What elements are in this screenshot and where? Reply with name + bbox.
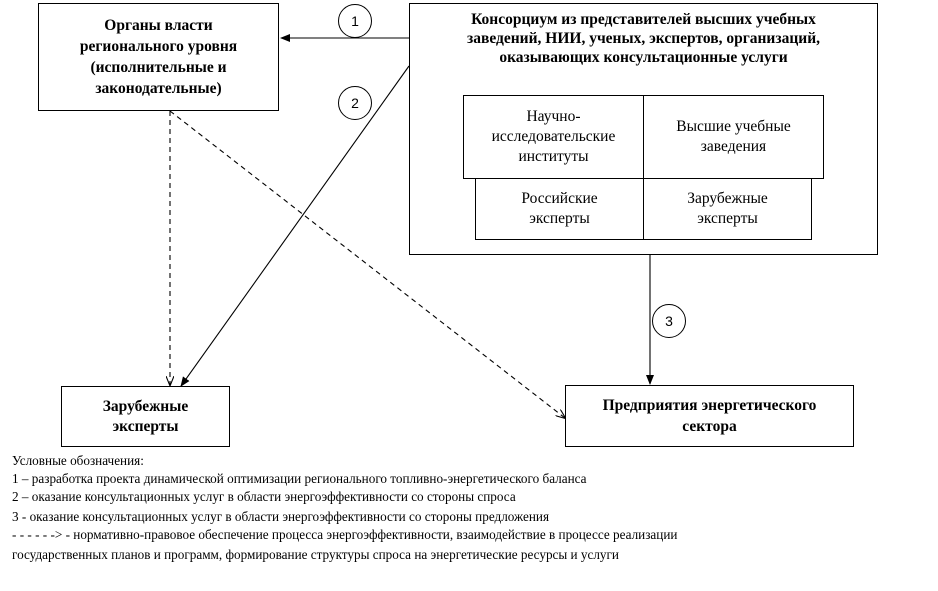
- legend-item-4-line-2: государственных планов и программ, форми…: [12, 547, 619, 562]
- foreign-experts-inner-box: Зарубежные эксперты: [643, 178, 812, 240]
- research-institutes-box: Научно-исследовательские институты: [463, 95, 644, 179]
- research-institutes-label: Научно-исследовательские институты: [491, 108, 616, 165]
- legend-item-3: 3 - оказание консультационных услуг в об…: [12, 509, 550, 524]
- foreign-experts-inner-label: Зарубежные эксперты: [687, 190, 768, 227]
- consortium-label: Консорциум из представителей высших учеб…: [466, 11, 821, 66]
- foreign-experts-label: Зарубежные эксперты: [102, 397, 189, 435]
- russian-experts-box: Российские эксперты: [475, 178, 644, 240]
- foreign-experts-box: Зарубежные эксперты: [61, 386, 230, 447]
- legend-item-1: 1 – разработка проекта динамической опти…: [12, 471, 587, 486]
- regional-authorities-box: Органы власти регионального уровня (испо…: [38, 3, 279, 111]
- regional-authorities-label: Органы власти регионального уровня (испо…: [79, 17, 238, 97]
- universities-box: Высшие учебные заведения: [643, 95, 824, 179]
- legend-title: Условные обозначения:: [12, 453, 144, 468]
- marker-1: 1: [338, 4, 372, 38]
- marker-2: 2: [338, 86, 372, 120]
- russian-experts-label: Российские эксперты: [521, 190, 598, 227]
- universities-label: Высшие учебные заведения: [676, 118, 791, 155]
- legend-item-2: 2 – оказание консультационных услуг в об…: [12, 489, 516, 504]
- legend-item-4-line-1: - - - - - -> - нормативно-правовое обесп…: [12, 527, 678, 542]
- energy-enterprises-label: Предприятия энергетического сектора: [602, 397, 817, 435]
- arrow-2: [180, 65, 410, 387]
- marker-3: 3: [652, 304, 686, 338]
- energy-enterprises-box: Предприятия энергетического сектора: [565, 385, 854, 447]
- dashed-arrow-to-energy-enterprises: [169, 110, 565, 418]
